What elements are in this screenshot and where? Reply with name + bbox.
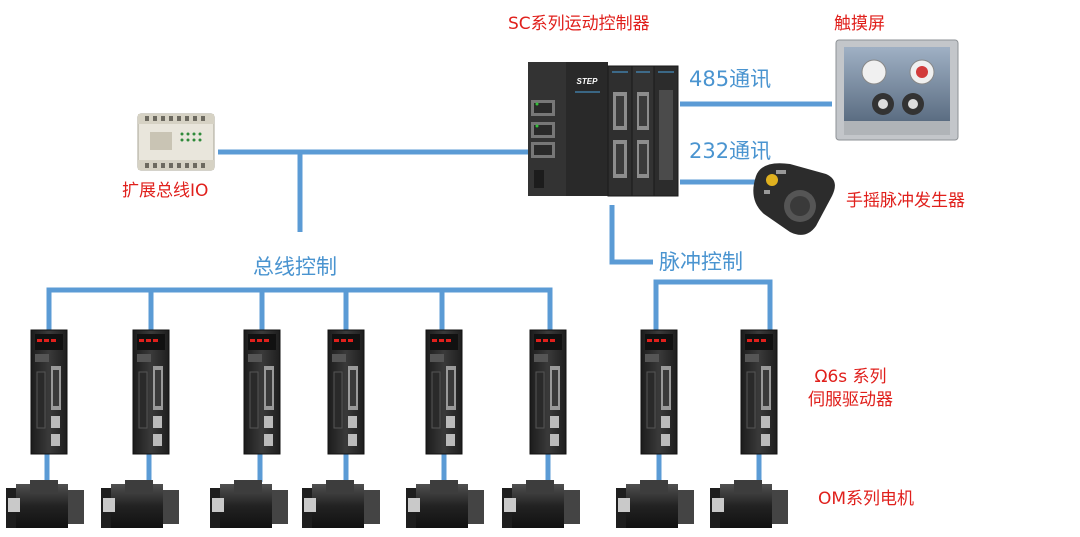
servo-drive: [529, 329, 567, 455]
controller-label: SC系列运动控制器: [508, 14, 650, 34]
servo-motor: [406, 480, 484, 528]
servo-motor: [502, 480, 580, 528]
bus-control-label: 总线控制: [253, 255, 337, 279]
servo-drive-label: Ω6s 系列 伺服驱动器: [808, 366, 893, 412]
controller-brand: STEP: [577, 77, 599, 86]
comm-485-label: 485通讯: [689, 67, 772, 91]
servo-drive: [327, 329, 365, 455]
pulse-control-label: 脉冲控制: [659, 250, 743, 274]
pulse-bar: [653, 279, 773, 332]
touch-screen-label: 触摸屏: [834, 14, 885, 34]
expansion-io-label: 扩展总线IO: [122, 181, 209, 201]
servo-motors: [6, 480, 788, 528]
pulse-line: [609, 205, 653, 265]
servo-drive: [740, 329, 778, 455]
connection-lines: [44, 101, 832, 482]
servo-motor: [616, 480, 694, 528]
bus-bar: [46, 287, 553, 332]
servo-motor: [6, 480, 84, 528]
servo-drive: [425, 329, 463, 455]
servo-motor: [710, 480, 788, 528]
comm-232-label: 232通讯: [689, 139, 772, 163]
servo-motor: [210, 480, 288, 528]
servo-motor: [302, 480, 380, 528]
servo-drive: [132, 329, 170, 455]
servo-label-line1: Ω6s 系列: [814, 367, 887, 387]
servo-label-line2: 伺服驱动器: [808, 389, 893, 410]
handwheel-label: 手摇脉冲发生器: [846, 191, 965, 211]
handwheel-generator: [753, 163, 835, 235]
servo-drive: [243, 329, 281, 455]
touch-screen: [835, 39, 959, 141]
servo-drives: [30, 329, 778, 455]
motion-controller: STEP: [528, 62, 679, 197]
servo-drive: [30, 329, 68, 455]
motor-label: OM系列电机: [818, 489, 915, 509]
servo-motor: [101, 480, 179, 528]
servo-drive: [640, 329, 678, 455]
expansion-io-module: [137, 113, 215, 171]
